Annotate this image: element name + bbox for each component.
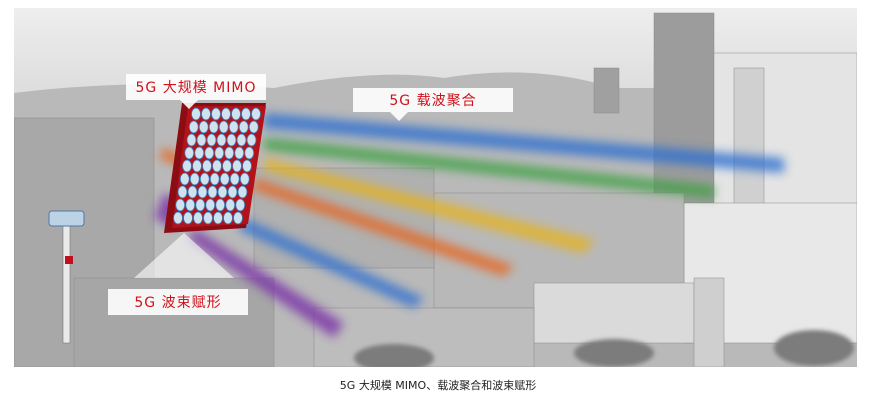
antenna-element — [239, 172, 250, 186]
antenna-element — [248, 120, 259, 134]
antenna-element — [205, 198, 216, 212]
antenna-element — [199, 172, 210, 186]
beam-yellow — [264, 158, 594, 253]
antenna-element — [219, 172, 230, 186]
antenna-element — [188, 120, 199, 134]
antenna-element — [214, 146, 225, 160]
antenna-element — [251, 107, 261, 121]
antenna-element — [223, 211, 233, 225]
antenna-element — [179, 172, 190, 186]
antenna-element — [196, 133, 207, 147]
antenna-element — [206, 133, 217, 147]
antenna-element — [225, 198, 236, 212]
city-buildings — [14, 12, 857, 367]
antenna-element — [182, 159, 192, 173]
antenna-element — [216, 133, 227, 147]
trees — [354, 330, 854, 367]
antenna-element — [173, 211, 183, 225]
antenna-element — [208, 120, 219, 134]
antenna-element — [244, 146, 255, 160]
antenna-element — [184, 146, 195, 160]
antenna-element — [202, 159, 212, 173]
antenna-element — [217, 185, 228, 199]
beam-blue-2 — [239, 218, 424, 308]
beam-wedge — [134, 233, 234, 278]
antenna-element — [228, 120, 239, 134]
antenna-element — [232, 159, 242, 173]
antenna-element — [195, 198, 206, 212]
antenna-element — [231, 107, 241, 121]
antenna-element — [201, 107, 211, 121]
antenna-element — [221, 107, 231, 121]
antenna-element — [207, 185, 218, 199]
antenna-element — [186, 133, 197, 147]
antenna-tower — [48, 210, 85, 344]
antenna-element — [203, 211, 213, 225]
antenna-element — [236, 133, 247, 147]
antenna-element — [241, 107, 251, 121]
massive-mimo-antenna — [164, 103, 266, 233]
antenna-element — [246, 133, 257, 147]
antenna-element — [187, 185, 198, 199]
antenna-element — [238, 120, 249, 134]
antenna-element — [192, 159, 202, 173]
antenna-element — [229, 172, 240, 186]
label-massive-mimo: 5G 大规模 MIMO — [126, 74, 266, 100]
antenna-element — [218, 120, 229, 134]
beam-blue — [264, 113, 784, 173]
antenna-element — [198, 120, 209, 134]
antenna-element — [233, 211, 243, 225]
antenna-element — [242, 159, 252, 173]
antenna-element — [193, 211, 203, 225]
antenna-element — [197, 185, 208, 199]
beam-green — [264, 138, 714, 198]
antenna-element — [234, 146, 245, 160]
antenna-element — [191, 107, 201, 121]
antenna-element — [209, 172, 220, 186]
antenna-element — [194, 146, 205, 160]
antenna-element — [189, 172, 200, 186]
antenna-element — [175, 198, 186, 212]
label-pointer — [180, 100, 198, 109]
antenna-element — [227, 185, 238, 199]
antenna-element — [211, 107, 221, 121]
carrier-aggregation-beams — [154, 113, 784, 338]
label-text: 5G 大规模 MIMO — [135, 80, 257, 96]
antenna-element — [237, 185, 248, 199]
antenna-element — [222, 159, 232, 173]
beam-orange — [254, 178, 514, 276]
antenna-element — [235, 198, 246, 212]
label-beamforming: 5G 波束赋形 — [108, 289, 248, 315]
antenna-element — [183, 211, 193, 225]
antenna-element — [212, 159, 222, 173]
antenna-element — [224, 146, 235, 160]
label-text: 5G 载波聚合 — [389, 93, 477, 109]
label-carrier-aggregation: 5G 载波聚合 — [353, 88, 513, 112]
antenna-element — [204, 146, 215, 160]
label-pointer — [390, 112, 408, 121]
antenna-element — [185, 198, 196, 212]
label-text: 5G 波束赋形 — [134, 295, 222, 311]
beam-purple — [189, 228, 344, 338]
antenna-element — [177, 185, 188, 199]
antenna-element — [215, 198, 226, 212]
figure-caption: 5G 大规模 MIMO、载波聚合和波束赋形 — [339, 379, 537, 392]
antenna-element — [213, 211, 223, 225]
antenna-element — [226, 133, 237, 147]
